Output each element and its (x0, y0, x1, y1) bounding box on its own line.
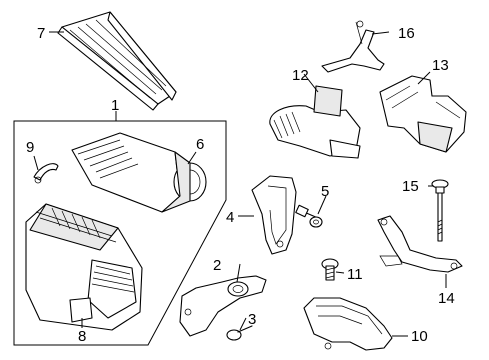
mounting-bracket-14 (377, 215, 463, 273)
callout-14: 14 (438, 290, 455, 307)
vent-tube (321, 20, 385, 73)
lower-housing (25, 203, 143, 331)
housing-bracket (251, 175, 297, 255)
air-filter-element (57, 11, 177, 111)
callout-6: 6 (196, 136, 204, 153)
resonator-bracket (179, 275, 267, 337)
callout-16: 16 (398, 25, 415, 42)
hose-clip (33, 163, 59, 184)
callout-4: 4 (226, 209, 234, 226)
bolt-with-washer-5 (295, 204, 323, 228)
callout-1: 1 (111, 97, 119, 114)
callout-15: 15 (402, 178, 419, 195)
bolt-15 (431, 179, 449, 242)
callout-12: 12 (292, 67, 309, 84)
callout-5: 5 (321, 183, 329, 200)
assembly-1-frame (13, 120, 227, 346)
callout-7: 7 (37, 25, 45, 42)
duct-assembly (379, 75, 467, 153)
inlet-duct (303, 297, 393, 351)
callout-11: 11 (347, 266, 363, 283)
callout-8: 8 (78, 328, 86, 345)
upper-housing-cover (71, 132, 207, 213)
bolt-11 (321, 258, 339, 281)
callout-3: 3 (248, 311, 256, 328)
callout-9: 9 (26, 139, 34, 156)
callout-13: 13 (432, 57, 449, 74)
callout-10: 10 (411, 328, 428, 345)
leader-lines (33, 31, 447, 337)
intake-tube (269, 85, 361, 159)
callout-2: 2 (213, 257, 221, 274)
bolt-3 (226, 325, 253, 341)
